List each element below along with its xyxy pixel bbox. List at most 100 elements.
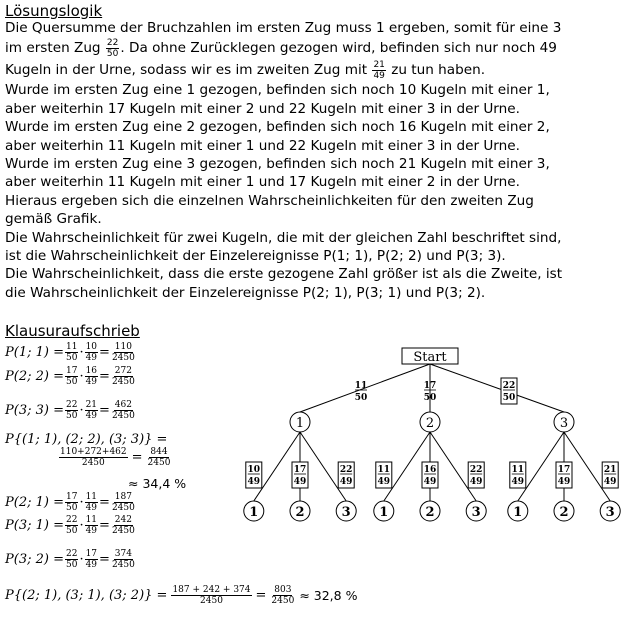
equals-sign: =: [99, 495, 110, 510]
probability-denominator: 49: [470, 477, 483, 487]
tree-edge: [517, 431, 565, 502]
fraction-numerator: 110: [113, 342, 133, 353]
probability-denominator: 49: [512, 477, 525, 487]
probability-box: [601, 461, 619, 489]
equals-sign: =: [99, 518, 110, 533]
probability-numerator: 11: [355, 381, 368, 391]
calc-label: P(1; 1) =: [5, 345, 64, 360]
probability-denominator: 50: [355, 393, 368, 403]
solution-line: Hieraus ergeben sich die einzelnen Wahrs…: [5, 192, 534, 209]
solution-line: aber weiterhin 11 Kugeln mit einer 1 und…: [5, 174, 520, 191]
calc-psum1-approx: ≈ 34,4 %: [128, 476, 187, 491]
fraction-numerator: 21: [84, 400, 99, 411]
fraction-numerator: 21: [372, 59, 386, 71]
fraction-numerator: 22: [64, 549, 79, 560]
solution-text: Die Quersumme der Bruchzahlen im ersten …: [5, 19, 625, 302]
tree-node: [507, 500, 529, 522]
tree-node-label: 3: [342, 505, 351, 520]
fraction-denominator: 49: [85, 503, 98, 513]
tree-node: [373, 500, 395, 522]
fraction-numerator: 17: [64, 492, 79, 503]
probability-box: [555, 461, 573, 489]
dot-operator: ·: [79, 495, 84, 510]
probability-numerator: 22: [340, 465, 353, 475]
solution-text-part: zu tun haben.: [391, 62, 486, 79]
equals-sign: =: [131, 450, 143, 465]
equals-sign: =: [99, 552, 110, 567]
probability-box: [245, 461, 263, 489]
probability-denominator: 49: [604, 477, 617, 487]
fraction-denominator: 50: [65, 377, 78, 387]
probability-box: [421, 461, 439, 489]
fraction-denominator: 2450: [271, 596, 295, 606]
solution-heading: Lösungslogik: [5, 2, 103, 20]
equals-sign: =: [99, 369, 110, 384]
fraction-denominator: 49: [85, 526, 98, 536]
fraction-numerator: 22: [105, 37, 120, 49]
solution-text-part: Kugeln in der Urne, sodass wir es im zwe…: [5, 62, 368, 79]
solution-line: gemäß Grafik.: [5, 211, 102, 228]
tree-node-label: 2: [559, 505, 568, 520]
solution-line: Wurde im ersten Zug eine 2 gezogen, befi…: [5, 119, 550, 136]
tree-node: [465, 500, 487, 522]
fraction-denominator: 2450: [200, 596, 223, 606]
fraction-numerator: 17: [64, 366, 79, 377]
probability-numerator: 22: [503, 381, 516, 391]
solution-line: Kugeln in der Urne, sodass wir es im zwe…: [5, 59, 625, 81]
tree-node-label: 2: [426, 416, 434, 431]
probability-numerator: 22: [470, 465, 483, 475]
solution-line: Wurde im ersten Zug eine 1 gezogen, befi…: [5, 82, 550, 99]
probability-denominator: 50: [503, 393, 516, 403]
solution-text-part: im ersten Zug: [5, 40, 101, 57]
calc-psum2: P{(2; 1), (3; 1), (3; 2)} = 187 + 242 + …: [5, 585, 357, 606]
calc-label: P(3; 2) =: [5, 552, 64, 567]
fraction-numerator: 22: [64, 515, 79, 526]
tree-edge: [299, 431, 347, 502]
tree-node-label: 1: [379, 505, 388, 520]
fraction-numerator: 11: [64, 342, 79, 353]
tree-node: [599, 500, 621, 522]
tree-edge: [429, 431, 477, 502]
tree-edge: [429, 363, 565, 413]
probability-denominator: 49: [340, 477, 353, 487]
calc-psum1-label: P{(1; 1), (2; 2), (3; 3)} =: [5, 432, 167, 447]
fraction-denominator: 50: [65, 411, 78, 421]
tree-edge: [299, 363, 431, 413]
start-label: Start: [413, 350, 447, 365]
calc-label: P(3; 1) =: [5, 518, 64, 533]
fraction-denominator: 49: [373, 70, 385, 81]
fraction-numerator: 11: [84, 515, 99, 526]
calc-label: P{(1; 1), (2; 2), (3; 3)} =: [5, 432, 168, 447]
fraction-denominator: 50: [65, 526, 78, 536]
tree-node-label: 1: [249, 505, 258, 520]
fraction-numerator: 187: [113, 492, 133, 503]
solution-text-part: . Da ohne Zurücklegen gezogen wird, befi…: [120, 40, 557, 57]
solution-line: Die Wahrscheinlichkeit für zwei Kugeln, …: [5, 229, 562, 246]
tree-node-label: 3: [472, 505, 481, 520]
tree-node-label: 1: [296, 416, 304, 431]
fraction-numerator: 22: [64, 400, 79, 411]
fraction-numerator: 11: [84, 492, 99, 503]
fraction-denominator: 2450: [111, 526, 135, 536]
equals-sign: =: [99, 403, 110, 418]
tree-edge: [253, 431, 301, 502]
probability-numerator: 17: [424, 381, 437, 391]
probability-numerator: 11: [378, 465, 391, 475]
dot-operator: ·: [79, 518, 84, 533]
solution-line: aber weiterhin 11 Kugeln mit einer 1 und…: [5, 137, 520, 154]
